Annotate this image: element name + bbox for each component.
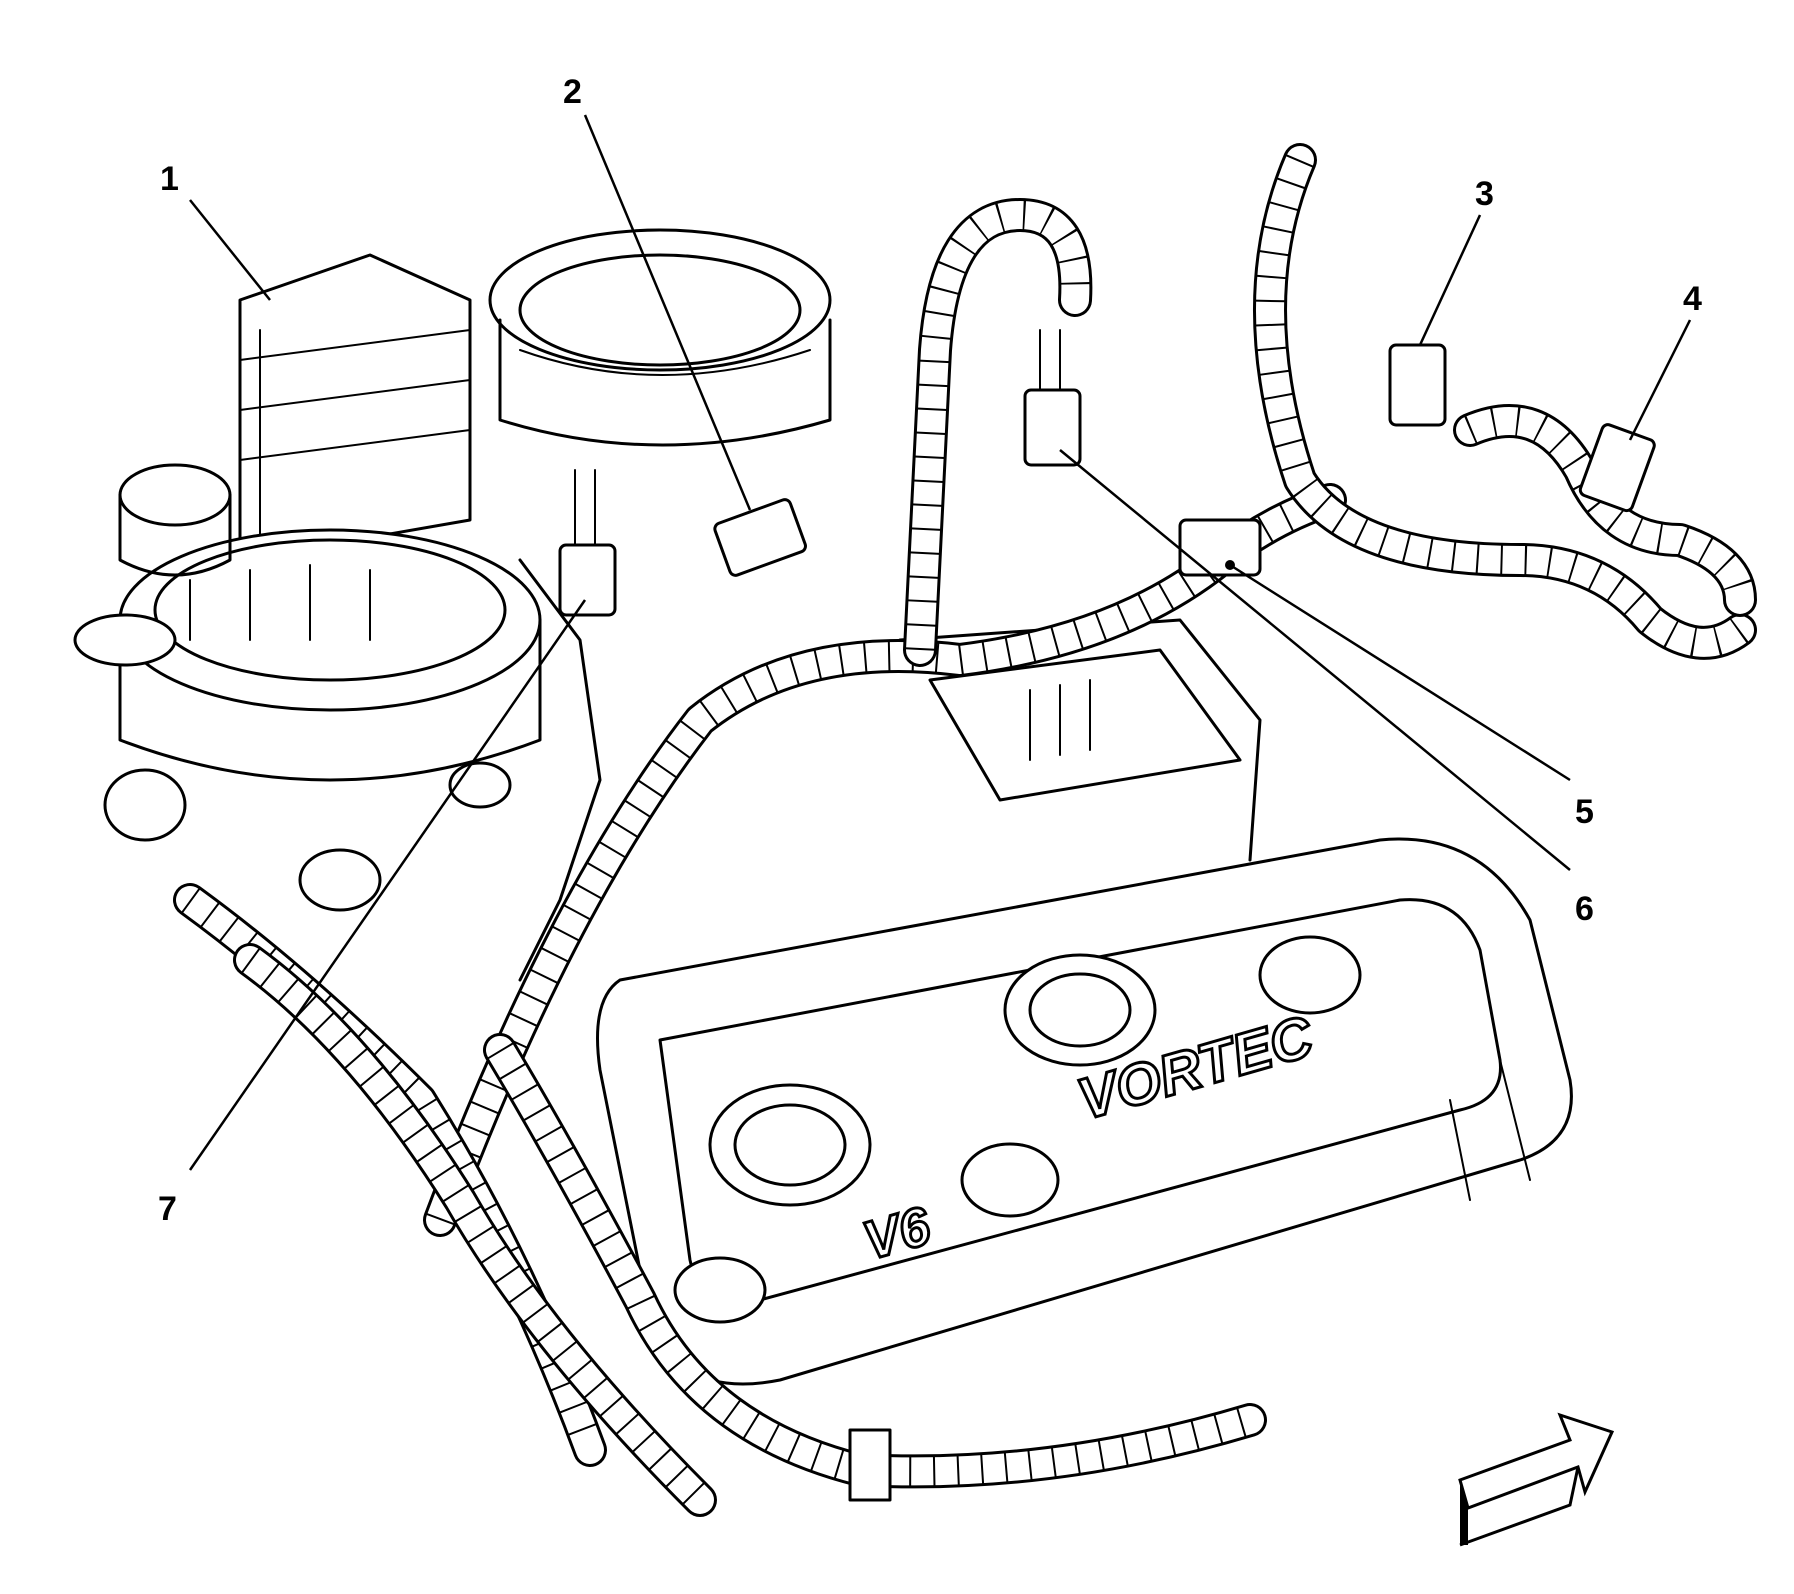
leader-5 bbox=[1229, 563, 1571, 782]
valve-cover bbox=[596, 837, 1573, 1386]
callout-3: 3 bbox=[1475, 175, 1494, 213]
callout-6: 6 bbox=[1575, 890, 1594, 928]
leader-1 bbox=[189, 199, 271, 301]
throttle-body bbox=[488, 228, 832, 447]
right-harness bbox=[1253, 143, 1757, 660]
callout-5: 5 bbox=[1575, 793, 1594, 831]
engine-block bbox=[448, 558, 1262, 982]
callout-7: 7 bbox=[158, 1190, 177, 1228]
connector-3 bbox=[1388, 343, 1447, 427]
upper-harness-loop bbox=[903, 198, 1093, 667]
plenum-base bbox=[118, 528, 542, 782]
leader-4 bbox=[1628, 319, 1692, 441]
connector-7 bbox=[558, 469, 617, 617]
lower-harness bbox=[483, 1033, 1267, 1489]
callout-1: 1 bbox=[160, 160, 179, 198]
leader-lines bbox=[188, 114, 1692, 1171]
leader-3 bbox=[1418, 214, 1482, 346]
connector-2 bbox=[713, 498, 807, 577]
harness-clip bbox=[848, 1428, 892, 1502]
callout-4: 4 bbox=[1683, 280, 1702, 318]
lower-left-hoses bbox=[173, 883, 717, 1517]
leader-6 bbox=[1059, 449, 1571, 871]
callout-2: 2 bbox=[563, 73, 582, 111]
leader-2 bbox=[583, 114, 752, 511]
left-fittings bbox=[73, 463, 382, 912]
connector-4 bbox=[1578, 423, 1656, 513]
callouts: 1 2 3 4 5 6 7 bbox=[158, 73, 1702, 1228]
leader-7 bbox=[188, 599, 587, 1171]
direction-arrow-icon bbox=[1458, 1412, 1615, 1547]
ignition-module bbox=[238, 253, 472, 562]
connector-6 bbox=[1023, 329, 1082, 467]
connector-5 bbox=[1178, 518, 1262, 577]
